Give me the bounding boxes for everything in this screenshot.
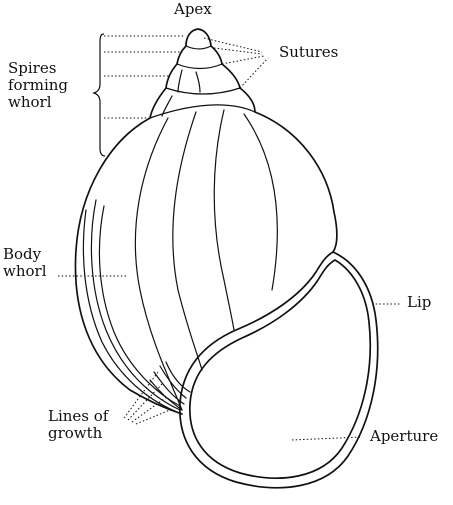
spire-whorls [149,28,256,119]
suture-1 [185,45,212,50]
label-spires-forming-whorl: Spires forming whorl [8,59,69,111]
body-whorl [74,109,338,415]
apex-tip [185,28,212,47]
label-sutures: Sutures [279,43,339,61]
lip-outer [179,251,379,489]
spire-left-1 [176,45,187,65]
body-outline-right [254,111,338,253]
label-apex: Apex [174,0,212,18]
label-lip: Lip [407,293,432,311]
suture-3 [165,87,241,95]
body-outline-left [74,117,183,415]
label-lines-of-growth: Lines of growth [48,407,109,442]
label-body-whorl: Body whorl [3,245,47,280]
lip-inner [189,259,372,479]
spire-left-2 [165,63,178,89]
suture-2 [176,63,223,70]
spire-left-3 [149,87,167,119]
spires-brace [92,33,106,157]
leader-lines [58,33,400,441]
label-aperture: Aperture [370,427,439,445]
aperture-lip [179,251,379,489]
